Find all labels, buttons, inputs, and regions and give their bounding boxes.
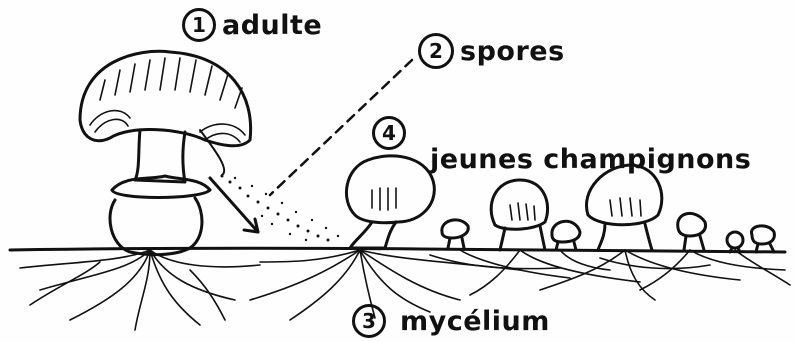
label-mycelium-text: mycélium xyxy=(400,306,550,337)
adult-mushroom xyxy=(80,51,251,254)
label-young-text: jeunes champignons xyxy=(430,144,751,175)
label-adult-text: adulte xyxy=(222,10,322,41)
label-young: 4 jeunes champignons xyxy=(372,116,755,150)
label-spores: 2 spores xyxy=(418,33,565,69)
label-spores-text: spores xyxy=(460,36,565,67)
label-mycelium-number: 3 xyxy=(352,304,386,338)
label-adult-number: 1 xyxy=(182,8,216,42)
label-adult: 1 adulte xyxy=(182,8,322,42)
label-spores-number: 2 xyxy=(418,33,454,69)
spores-stream xyxy=(210,178,258,232)
label-young-number: 4 xyxy=(372,116,406,150)
label-mycelium: 3 mycélium xyxy=(352,304,550,338)
